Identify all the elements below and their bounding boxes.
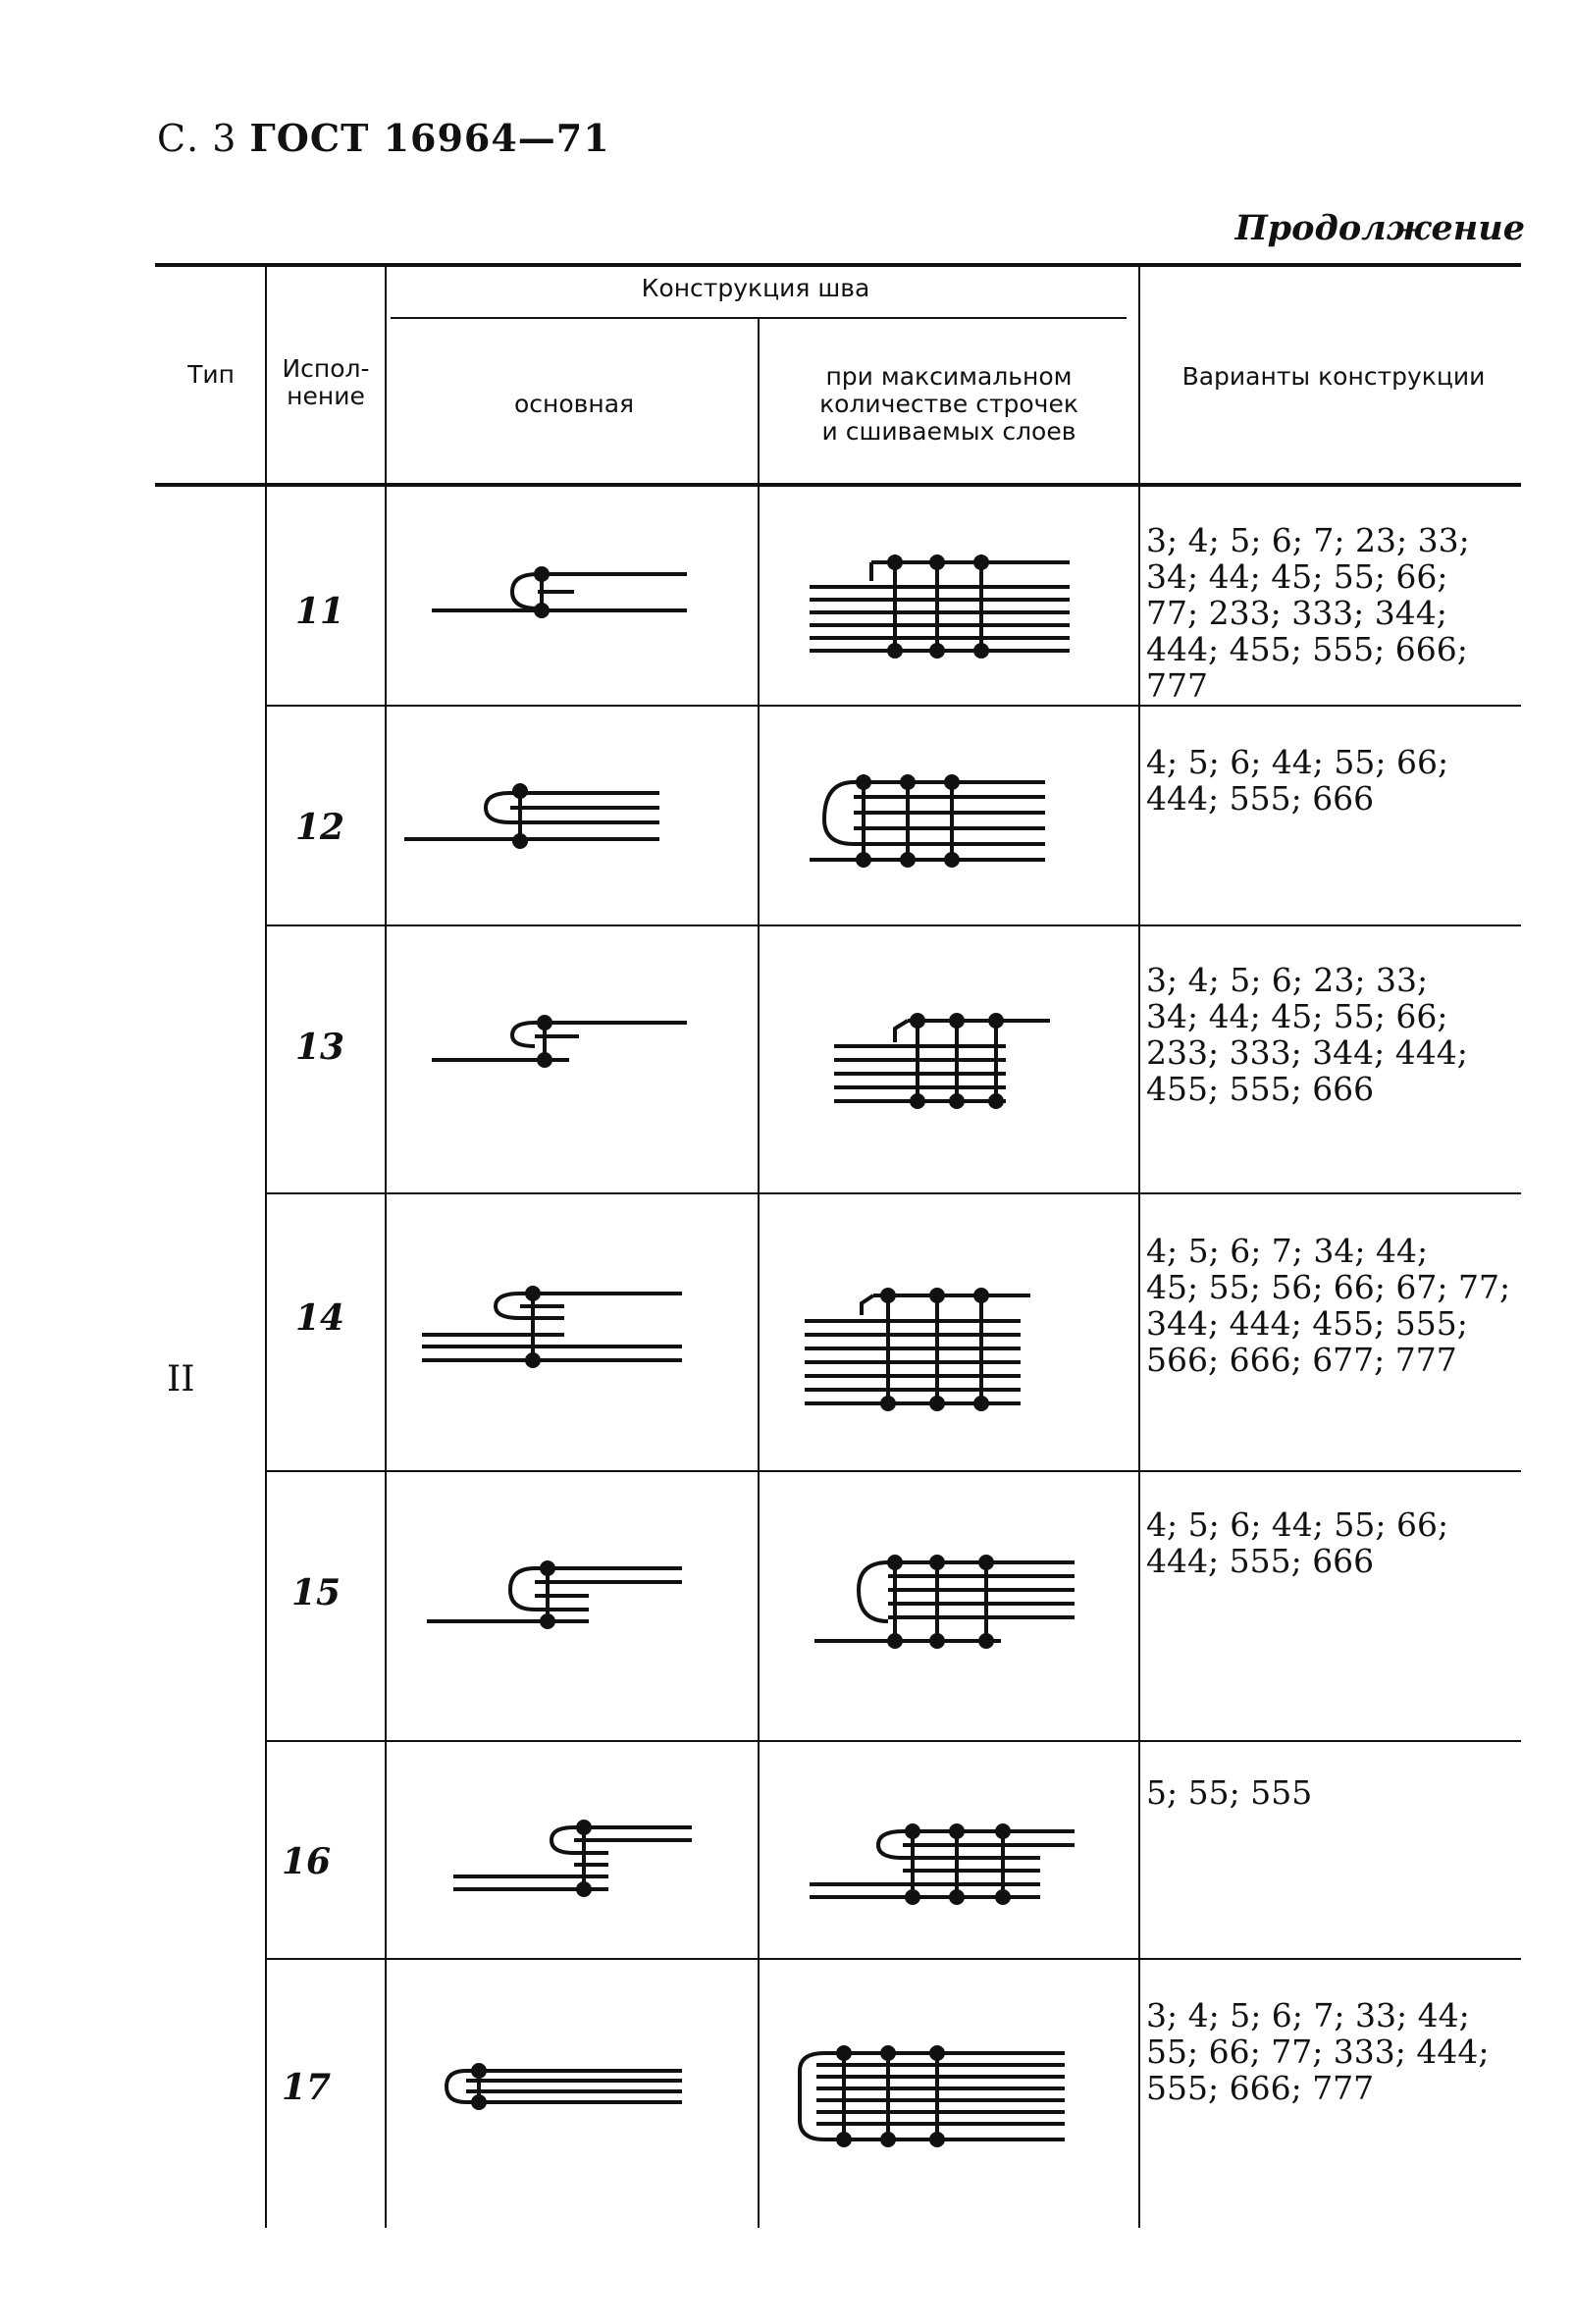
continuation-label: Продолжение <box>1234 208 1525 248</box>
page-number: С. 3 <box>157 117 237 160</box>
variants-15: 4; 5; 6; 44; 55; 66; 444; 555; 666 <box>1146 1505 1449 1580</box>
row-rule-3 <box>265 1192 1521 1194</box>
variants-13: 3; 4; 5; 6; 23; 33; 34; 44; 45; 55; 66; … <box>1146 961 1468 1108</box>
variants-11: 3; 4; 5; 6; 7; 23; 33; 34; 44; 45; 55; 6… <box>1146 521 1470 705</box>
variants-12: 4; 5; 6; 44; 55; 66; 444; 555; 666 <box>1146 743 1449 818</box>
row-num-17: 17 <box>281 2067 332 2108</box>
row-rule-2 <box>265 924 1521 926</box>
col-execution-header: Испол- нение <box>282 354 370 410</box>
row-num-13: 13 <box>294 1027 345 1068</box>
row-num-12: 12 <box>294 807 345 848</box>
construction-span-rule <box>391 317 1127 319</box>
variants-16: 5; 55; 555 <box>1146 1773 1313 1812</box>
row-rule-1 <box>265 705 1521 707</box>
col-variants-header: Варианты конструкции <box>1181 362 1486 391</box>
col-divider-1 <box>265 265 267 2228</box>
row-rule-6 <box>265 1958 1521 1960</box>
col-basic-header: основная <box>513 390 635 418</box>
row-rule-4 <box>265 1470 1521 1472</box>
header-bottom-rule <box>155 483 1521 487</box>
row-rule-5 <box>265 1740 1521 1742</box>
row-num-11: 11 <box>294 591 345 632</box>
col-maximal-header: при максимальном количестве строчек и сш… <box>819 362 1078 446</box>
col-type-header: Тип <box>187 360 235 389</box>
table-top-rule <box>155 263 1521 267</box>
standard-title: ГОСТ 16964—71 <box>249 116 610 160</box>
type-value: II <box>167 1359 195 1400</box>
col-divider-2 <box>385 265 387 2228</box>
col-divider-4 <box>1138 265 1140 2228</box>
row-num-15: 15 <box>290 1572 341 1613</box>
row-num-14: 14 <box>294 1297 345 1339</box>
variants-17: 3; 4; 5; 6; 7; 33; 44; 55; 66; 77; 333; … <box>1146 1996 1490 2107</box>
col-divider-3 <box>758 319 760 2228</box>
col-construction-header: Конструкция шва <box>641 274 870 302</box>
page-header: С. 3 ГОСТ 16964—71 <box>157 116 610 160</box>
variants-14: 4; 5; 6; 7; 34; 44; 45; 55; 56; 66; 67; … <box>1146 1232 1511 1379</box>
row-num-16: 16 <box>281 1841 332 1882</box>
